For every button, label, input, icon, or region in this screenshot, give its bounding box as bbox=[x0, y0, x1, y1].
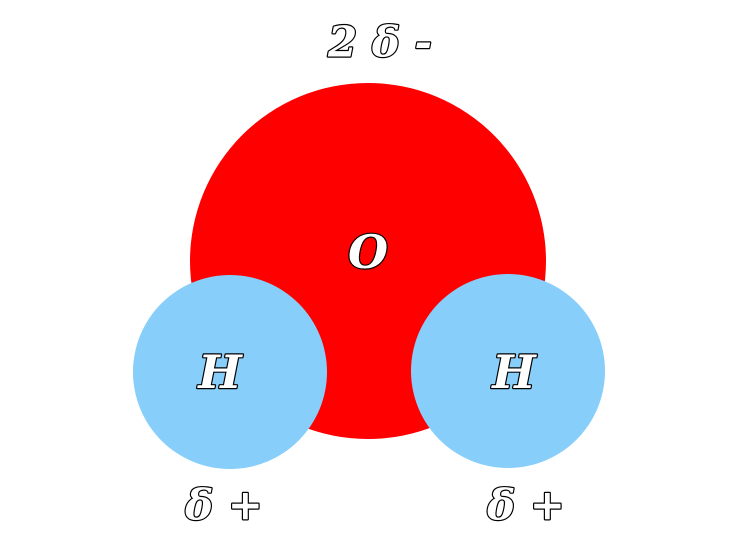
hydrogen-partial-charge-left: δ + bbox=[184, 481, 263, 530]
hydrogen-atom-right bbox=[411, 274, 605, 468]
hydrogen-partial-charge-right: δ + bbox=[486, 481, 565, 530]
hydrogen-atom-left bbox=[133, 275, 327, 469]
hydrogen-symbol-right: H bbox=[490, 345, 537, 399]
oxygen-partial-charge: 2 δ - bbox=[327, 18, 432, 67]
oxygen-symbol: O bbox=[348, 225, 388, 279]
hydrogen-symbol-left: H bbox=[196, 345, 243, 399]
